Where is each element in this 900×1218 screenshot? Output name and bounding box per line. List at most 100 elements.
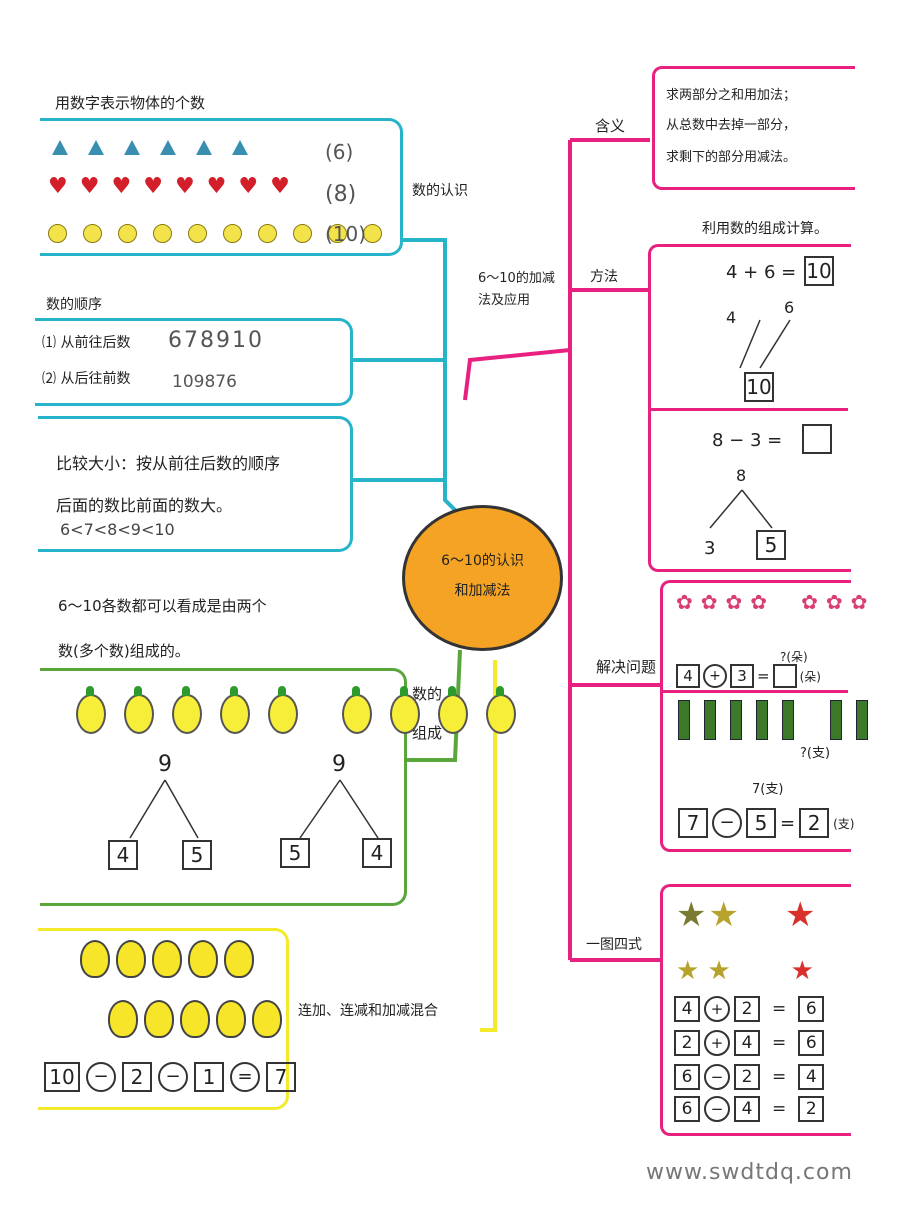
flower-row: ✿✿✿✿ ✿✿✿: [676, 590, 869, 614]
pencil-icon: [704, 700, 716, 740]
method-tree1-b: 6: [784, 298, 795, 317]
eq-equals: =: [772, 1099, 787, 1119]
eq-op: +: [704, 1030, 730, 1056]
multi-eq-4: 6 − 4 = 2: [674, 1096, 825, 1122]
problem-q2-total: 7(支): [752, 782, 784, 797]
mixed-equation: 10 − 2 − 1 = 7: [44, 1062, 296, 1092]
multi-box: [660, 884, 851, 1136]
problem-q2-equation: 7 − 5 = 2 (支): [678, 808, 854, 838]
pineapple-icon: [486, 686, 516, 734]
star-icon: ★: [784, 895, 816, 935]
composition-intro1: 6～10各数都可以看成是由两个: [58, 597, 267, 615]
pineapple-icon: [342, 686, 372, 734]
circle-icon: [188, 224, 207, 243]
circle-icon: [328, 224, 347, 243]
composition-label2: 组成: [412, 724, 443, 742]
pineapple-icon: [220, 686, 250, 734]
multi-eq-2: 2 + 4 = 6: [674, 1030, 825, 1056]
composition-left-b: 5: [182, 840, 212, 870]
star-icon: ★: [790, 956, 814, 986]
method-tree2-a: 3: [704, 538, 716, 559]
count-8: (8): [325, 182, 357, 207]
pineapple-icon: [76, 686, 106, 734]
eq-num: 6: [674, 1096, 700, 1122]
order-row1-label: ⑴ 从前往后数: [42, 335, 131, 351]
circle-icon: [293, 224, 312, 243]
triangle-icon: [52, 140, 68, 155]
heart-icon: ♥: [238, 174, 259, 199]
flower-icon: ✿: [850, 590, 868, 614]
center-title-line1: 6～10的认识: [441, 553, 524, 569]
circle-icon: [363, 224, 382, 243]
order-heading: 数的顺序: [46, 297, 102, 313]
meaning-text2: 从总数中去掉一部分，: [666, 118, 797, 133]
pineapple-icon: [438, 686, 468, 734]
eq-num: 1: [194, 1062, 224, 1092]
heart-icon: ♥: [48, 174, 68, 199]
method-eq1-left: 4 + 6 =: [726, 262, 797, 283]
eq-answer: 2: [799, 808, 830, 838]
eq-equals: =: [772, 1067, 787, 1087]
triangle-icon: [124, 140, 140, 155]
composition-right-b: 4: [362, 838, 392, 868]
dot-row: [48, 224, 392, 243]
heart-row: ♥♥♥♥♥♥♥♥: [48, 176, 296, 198]
problem-label: 解决问题: [596, 658, 657, 676]
flower-icon: ✿: [725, 590, 743, 614]
eq-op: −: [712, 808, 742, 838]
eq-num: 2: [734, 996, 760, 1022]
meaning-box: [652, 66, 855, 190]
triangle-icon: [160, 140, 176, 155]
eq-op: −: [86, 1062, 116, 1092]
pear-icon: [80, 940, 110, 978]
composition-left-a: 4: [108, 840, 138, 870]
mixed-label: 连加、连减和加减混合: [298, 1003, 438, 1019]
method-tree2-box: 5: [756, 530, 786, 560]
star-icon: ★: [708, 895, 739, 935]
eq-num: 3: [730, 664, 754, 688]
problem-divider: [662, 690, 848, 693]
method-note: 利用数的组成计算。: [702, 221, 828, 237]
problem-q2-question: ?(支): [800, 746, 831, 761]
flower-icon: ✿: [825, 590, 843, 614]
eq-op: =: [230, 1062, 260, 1092]
composition-intro2: 数(多个数)组成的。: [58, 642, 190, 660]
star-icon: ★: [676, 956, 700, 986]
composition-box: [40, 668, 407, 906]
pear-icon: [180, 1000, 210, 1038]
eq-op: −: [158, 1062, 188, 1092]
pineapple-row: [76, 686, 528, 734]
pencil-icon: [678, 700, 690, 740]
count-10: (10): [325, 222, 367, 246]
circle-icon: [48, 224, 67, 243]
pear-icon: [144, 1000, 174, 1038]
flower-icon: ✿: [676, 590, 693, 614]
multi-label: 一图四式: [586, 937, 642, 953]
composition-left-top: 9: [158, 752, 172, 777]
eq-num: 5: [746, 808, 776, 838]
compare-box: [38, 416, 353, 552]
mixed-box: [38, 928, 289, 1110]
pencil-row: [678, 700, 876, 740]
compare-line2: 后面的数比前面的数大。: [56, 496, 233, 515]
pear-group-top: [80, 940, 260, 982]
circle-icon: [83, 224, 102, 243]
method-box: [648, 244, 851, 572]
problem-q1-total: ?(朵): [780, 650, 808, 664]
compare-line1: 比较大小：按从前往后数的顺序: [56, 454, 281, 473]
triangle-icon: [196, 140, 212, 155]
pineapple-icon: [124, 686, 154, 734]
eq-answer: 6: [798, 996, 825, 1022]
eq-equals: =: [780, 812, 796, 834]
composition-right-a: 5: [280, 838, 310, 868]
eq-op: −: [704, 1096, 730, 1122]
eq-equals: =: [757, 667, 770, 685]
flower-icon: ✿: [700, 590, 718, 614]
eq-unit: (朵): [799, 669, 821, 684]
pear-icon: [152, 940, 182, 978]
order-row1-value: 678910: [168, 328, 264, 353]
problem-box: [660, 580, 851, 852]
eq-op: +: [704, 996, 730, 1022]
circle-icon: [153, 224, 172, 243]
star-icon: ★: [707, 956, 731, 986]
